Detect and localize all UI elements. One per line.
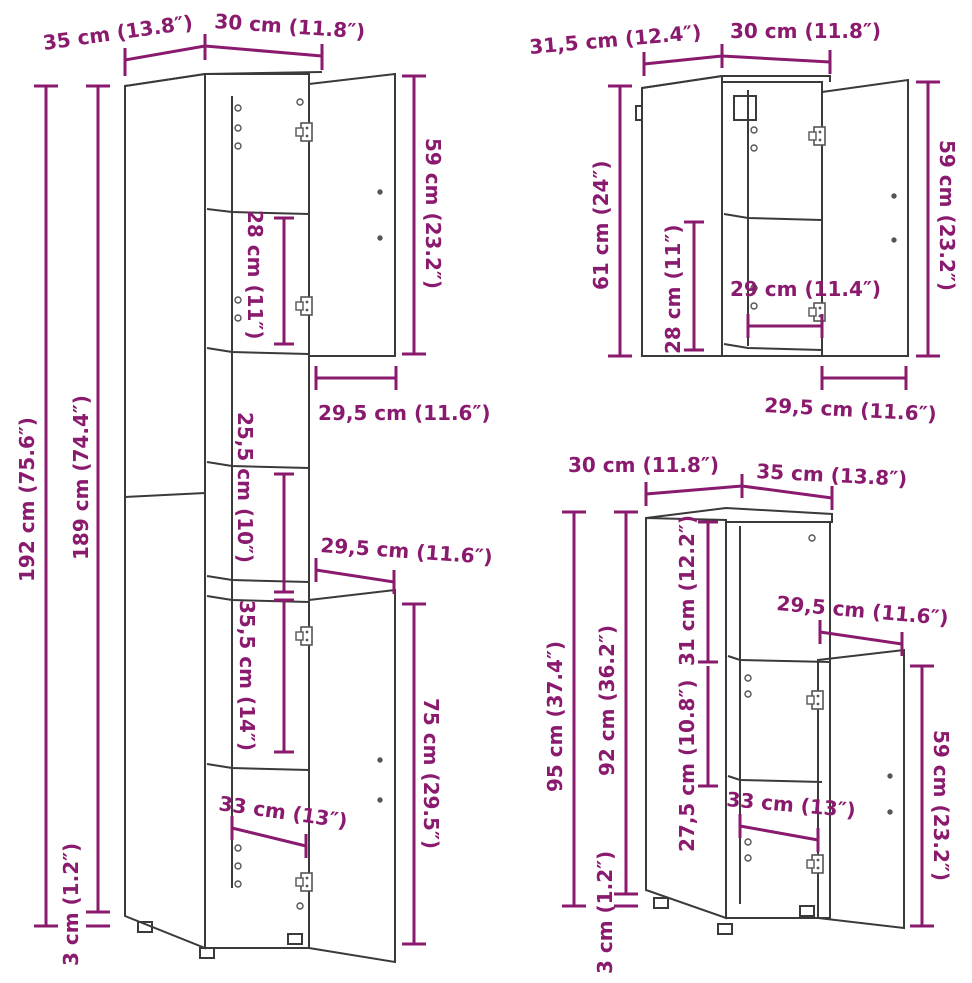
low-lower-shelf-height-label: 27,5 cm (10.8″) bbox=[675, 679, 699, 852]
tall-upper-door-width-label: 29,5 cm (11.6″) bbox=[318, 401, 491, 425]
tall-dimension-labels: 35 cm (13.8″) 30 cm (11.8″) 192 cm (75.6… bbox=[15, 9, 493, 966]
low-shelf-1 bbox=[727, 655, 831, 663]
tall-upper-shelf-height-label: 28 cm (11″) bbox=[243, 210, 267, 340]
wall-height-label: 61 cm (24″) bbox=[589, 160, 613, 290]
low-top bbox=[645, 506, 833, 523]
tall-top bbox=[124, 71, 323, 87]
wall-door bbox=[821, 78, 909, 357]
tall-shelf-2 bbox=[206, 347, 310, 355]
low-door-height-label: 59 cm (23.2″) bbox=[929, 730, 953, 881]
tall-cabinet bbox=[124, 71, 396, 964]
tall-middle-shelf-height-label: 25,5 cm (10″) bbox=[233, 412, 257, 563]
tall-foot-height-label: 3 cm (1.2″) bbox=[59, 843, 83, 966]
wall-shelf-height-label: 28 cm (11″) bbox=[661, 224, 685, 354]
tall-lower-door bbox=[308, 588, 396, 964]
wall-side-bracket bbox=[635, 105, 643, 121]
tall-shelf-1 bbox=[206, 208, 310, 215]
wall-hardware bbox=[750, 126, 897, 310]
tall-body-height-label: 189 cm (74.4″) bbox=[69, 395, 93, 560]
tall-dimension-lines bbox=[34, 34, 426, 946]
tall-lower-door-height-label: 75 cm (29.5″) bbox=[419, 698, 443, 849]
low-upper-shelf-height-label: 31 cm (12.2″) bbox=[675, 515, 699, 666]
low-front-frame bbox=[725, 521, 831, 919]
low-body-height-label: 92 cm (36.2″) bbox=[595, 625, 619, 776]
low-shelf-2 bbox=[727, 775, 823, 783]
tall-shelf-4 bbox=[206, 575, 310, 583]
wall-cabinet bbox=[635, 74, 909, 357]
tall-foot-right bbox=[287, 933, 303, 945]
wall-inner-width-label: 29 cm (11.4″) bbox=[730, 277, 881, 301]
tall-side-split bbox=[124, 492, 206, 498]
low-feet bbox=[653, 897, 815, 935]
tall-shelf-3 bbox=[206, 461, 310, 469]
wall-width-label: 30 cm (11.8″) bbox=[730, 19, 881, 43]
tall-width-label: 30 cm (11.8″) bbox=[214, 9, 366, 43]
low-foot-height-label: 3 cm (1.2″) bbox=[593, 851, 617, 974]
low-hardware bbox=[744, 534, 893, 862]
wall-shelf-2 bbox=[723, 343, 823, 351]
wall-door-width-label: 29,5 cm (11.6″) bbox=[764, 393, 938, 426]
tall-shelf-6 bbox=[206, 763, 310, 771]
low-dimension-labels: 30 cm (11.8″) 35 cm (13.8″) 95 cm (37.4″… bbox=[543, 453, 953, 974]
tall-side-panel bbox=[124, 72, 206, 950]
tall-upper-door bbox=[308, 72, 396, 357]
low-dimension-lines bbox=[562, 474, 934, 928]
low-depth-label: 35 cm (13.8″) bbox=[756, 459, 908, 491]
wall-dimension-labels: 31,5 cm (12.4″) 30 cm (11.8″) 61 cm (24″… bbox=[528, 19, 959, 426]
tall-lower-shelf-height-label: 35,5 cm (14″) bbox=[235, 600, 259, 751]
low-inner-depth-label: 33 cm (13″) bbox=[726, 787, 857, 822]
tall-lower-door-width-label: 29,5 cm (11.6″) bbox=[320, 533, 494, 569]
low-width-label: 30 cm (11.8″) bbox=[568, 453, 719, 477]
tall-total-height-label: 192 cm (75.6″) bbox=[15, 417, 39, 582]
wall-bracket bbox=[733, 95, 757, 121]
wall-shelf-1 bbox=[723, 213, 823, 221]
tall-foot-mid bbox=[199, 947, 215, 959]
wall-dimension-lines bbox=[608, 44, 940, 390]
low-door-width-label: 29,5 cm (11.6″) bbox=[776, 591, 950, 630]
tall-hardware bbox=[234, 98, 383, 910]
low-total-height-label: 95 cm (37.4″) bbox=[543, 641, 567, 792]
tall-depth-label: 35 cm (13.8″) bbox=[41, 10, 194, 55]
wall-top bbox=[641, 75, 831, 89]
wall-depth-label: 31,5 cm (12.4″) bbox=[528, 20, 702, 59]
tall-foot-left bbox=[137, 921, 153, 933]
wall-door-height-label: 59 cm (23.2″) bbox=[935, 140, 959, 291]
tall-inner-depth-label: 33 cm (13″) bbox=[217, 791, 349, 833]
tall-upper-door-height-label: 59 cm (23.2″) bbox=[421, 138, 445, 289]
